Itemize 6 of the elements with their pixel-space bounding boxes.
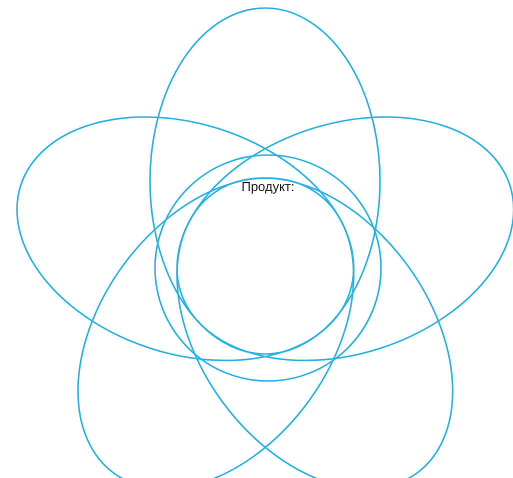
product-label: Продукт:	[240, 178, 296, 195]
ellipse-outline	[176, 117, 513, 361]
ellipse-outline	[176, 178, 452, 478]
ellipse-outline	[150, 8, 380, 354]
ellipse-outline	[78, 178, 354, 478]
ellipse-outline	[16, 117, 354, 361]
